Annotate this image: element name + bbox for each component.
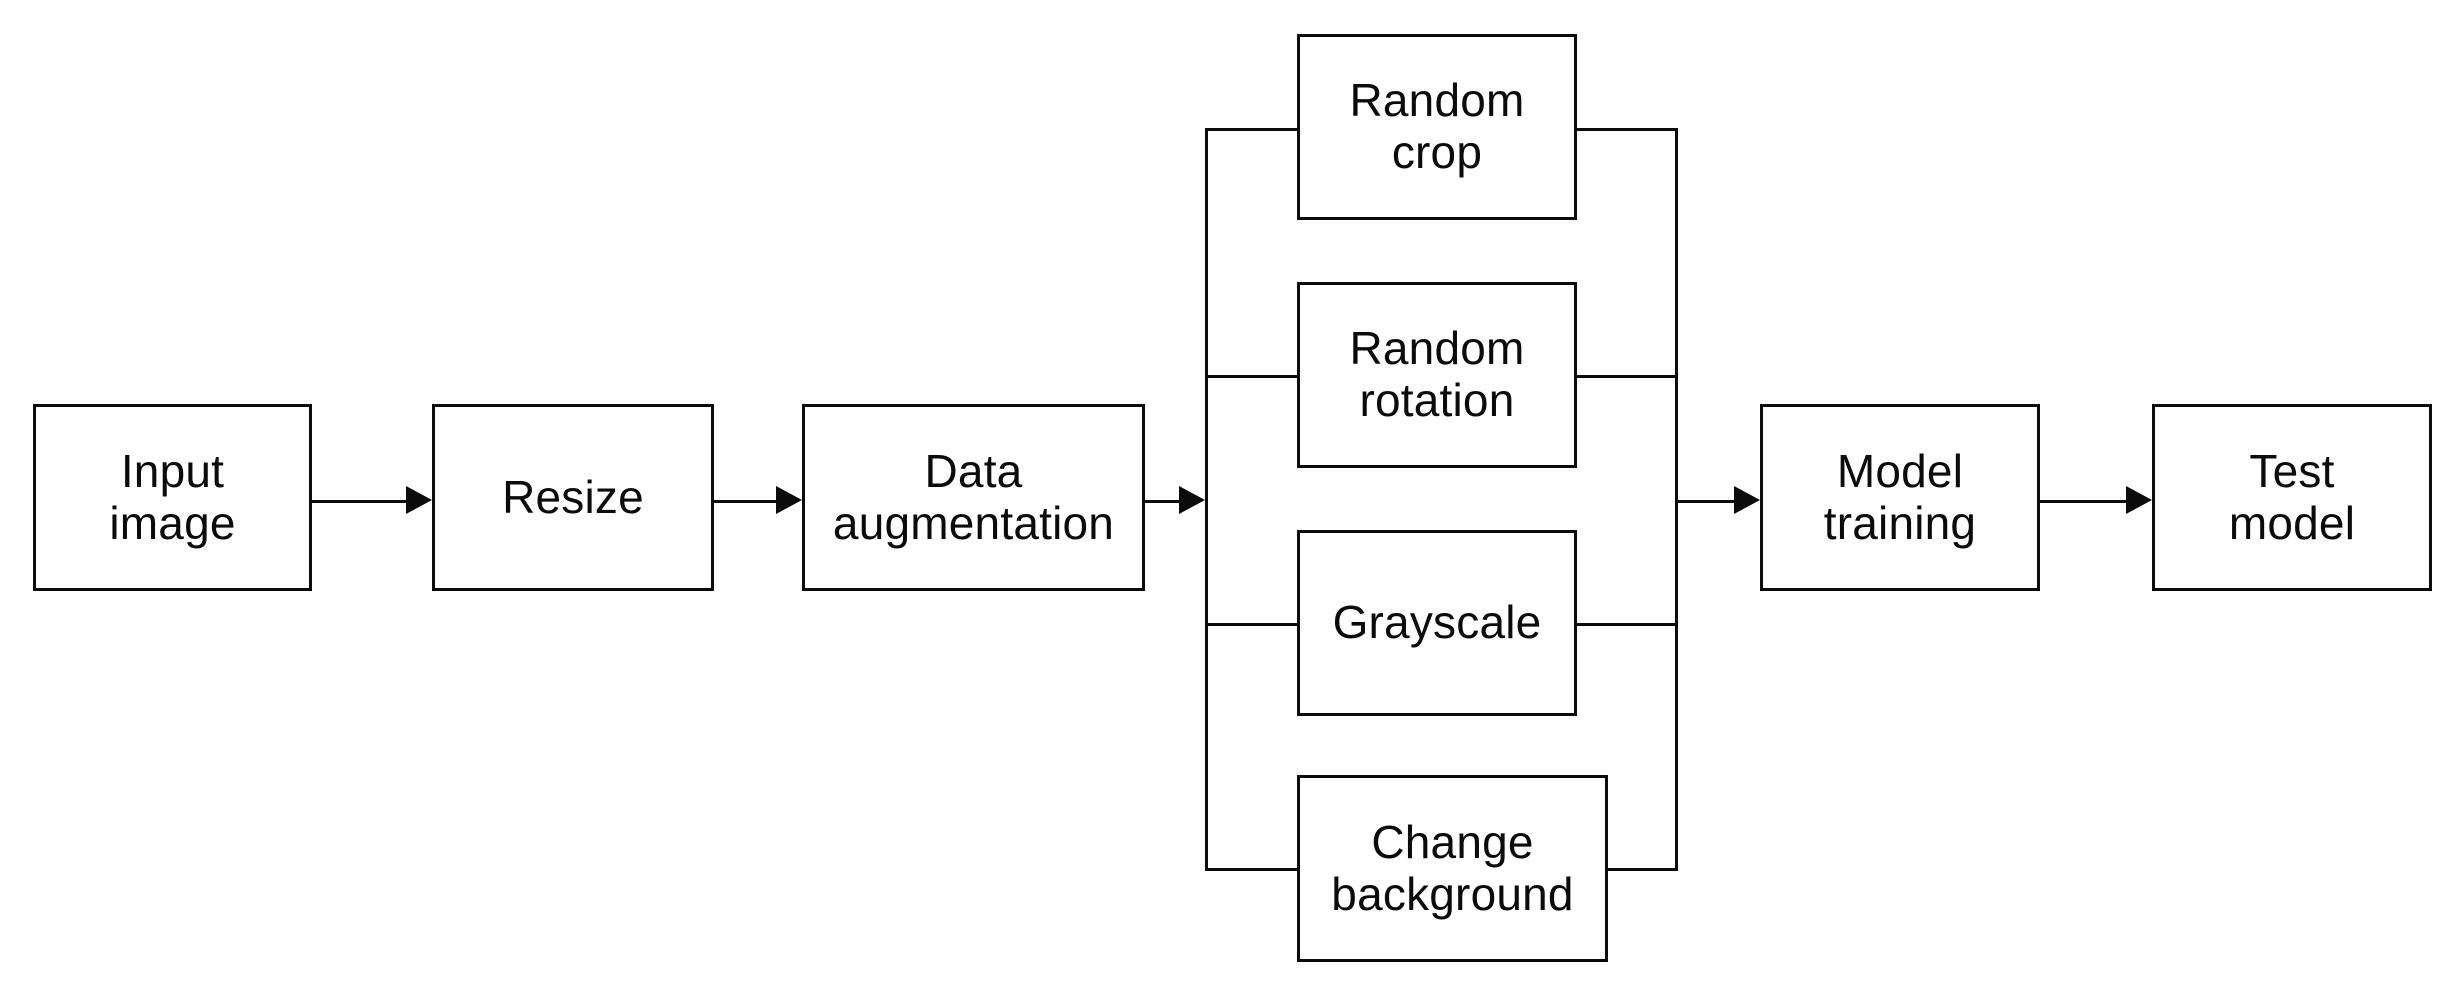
node-change-background[interactable]: Change background: [1297, 775, 1608, 962]
node-test-model[interactable]: Test model: [2152, 404, 2432, 591]
edge-change-background-to-fanin-line: [1605, 868, 1678, 871]
node-model-training-label: Model training: [1823, 444, 1977, 549]
branch-spine-right: [1675, 128, 1678, 870]
node-input-image[interactable]: Input image: [33, 404, 312, 591]
edge-fanout-to-random-rotation-line: [1205, 375, 1300, 378]
node-random-rotation[interactable]: Random rotation: [1297, 282, 1577, 468]
edge-fanout-to-random-crop-line: [1205, 128, 1300, 131]
edge-random-crop-to-fanin-line: [1574, 128, 1678, 131]
branch-spine-left: [1205, 128, 1208, 870]
edge-resize-to-augmentation-line: [714, 500, 776, 503]
node-test-model-label: Test model: [2228, 444, 2356, 549]
edge-augmentation-to-fanout-arrowhead: [1179, 486, 1205, 514]
edge-fanout-to-grayscale-line: [1205, 623, 1300, 626]
edge-grayscale-to-fanin-line: [1574, 623, 1678, 626]
node-random-crop[interactable]: Random crop: [1297, 34, 1577, 220]
node-grayscale-label: Grayscale: [1332, 596, 1542, 649]
node-model-training[interactable]: Model training: [1760, 404, 2040, 591]
node-data-augmentation[interactable]: Data augmentation: [802, 404, 1145, 591]
node-grayscale[interactable]: Grayscale: [1297, 530, 1577, 716]
edge-random-rotation-to-fanin-line: [1574, 375, 1678, 378]
node-change-background-label: Change background: [1331, 815, 1574, 920]
node-random-rotation-label: Random rotation: [1349, 322, 1525, 426]
node-data-augmentation-label: Data augmentation: [832, 444, 1115, 549]
edge-training-to-test-arrowhead: [2126, 486, 2152, 514]
edge-input-to-resize-line: [312, 500, 406, 503]
edge-input-to-resize-arrowhead: [406, 486, 432, 514]
edge-augmentation-to-fanout-line: [1145, 500, 1179, 503]
node-input-image-label: Input image: [109, 444, 236, 549]
edge-fanout-to-change-background-line: [1205, 868, 1300, 871]
node-resize[interactable]: Resize: [432, 404, 714, 591]
node-random-crop-label: Random crop: [1349, 74, 1525, 178]
edge-fanin-to-model-training-line: [1675, 500, 1734, 503]
edge-training-to-test-line: [2040, 500, 2126, 503]
edge-fanin-to-model-training-arrowhead: [1734, 486, 1760, 514]
edge-resize-to-augmentation-arrowhead: [776, 486, 802, 514]
node-resize-label: Resize: [502, 470, 644, 523]
